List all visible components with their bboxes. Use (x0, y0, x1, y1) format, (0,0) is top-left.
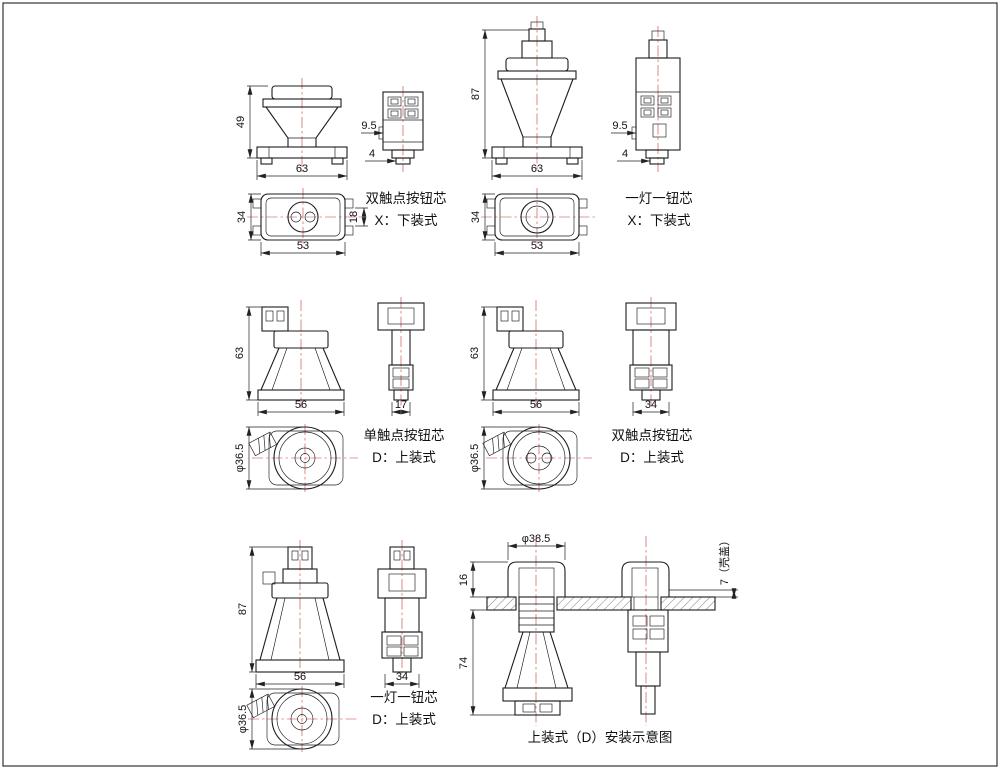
dim-side-offset-label: 9.5 (361, 120, 376, 132)
dim-height-label: 63 (234, 347, 246, 359)
dim-width-label: 63 (531, 163, 543, 175)
d-single-side-view (377, 297, 425, 408)
dim-side-width-label: 17 (395, 399, 407, 411)
x-double-side-view (378, 86, 424, 172)
x-double-top-view (247, 188, 362, 248)
x-lamp-top-view (481, 188, 596, 248)
install-right-button (621, 561, 670, 715)
dim-width-label: 56 (294, 671, 306, 683)
dim-top-width-label: 53 (297, 240, 309, 252)
dim-height-label: 87 (470, 88, 482, 100)
caption-installation: 上装式（D）安装示意图 (528, 729, 673, 745)
d-lamp-side-view (377, 540, 427, 678)
dim-top-tab-label: 18 (348, 211, 360, 223)
dim-side-width-label: 34 (396, 671, 408, 683)
dim-diameter-label: φ36.5 (469, 444, 481, 473)
d-single-bottom-dims: φ36.5 (234, 426, 303, 490)
dim-width-label: 63 (296, 163, 308, 175)
caption-x-double-name: 双触点按钮芯 (366, 191, 447, 206)
install-left-button (502, 561, 573, 716)
d-single-front-dims: 63 56 (234, 306, 345, 416)
dim-side-width-label: 34 (645, 399, 657, 411)
dim-above-panel-label: 16 (458, 574, 470, 586)
d-double-front-dims: 63 56 (469, 306, 580, 416)
view-group-installation: φ38.5 16 74 7（壳盖） 上装式（D）安装示意图 (458, 533, 738, 745)
view-group-d-double-contact: 63 56 34 (469, 297, 693, 492)
d-double-side-dims: 34 (632, 399, 670, 416)
x-double-front-view (256, 78, 348, 172)
caption-x-double-type: X：下装式 (374, 213, 438, 228)
caption-d-single-type: D：上装式 (372, 450, 436, 465)
caption-d-double-name: 双触点按钮芯 (612, 428, 693, 443)
d-lamp-front-dims: 87 56 (237, 546, 345, 688)
d-single-front-view (257, 300, 345, 408)
caption-x-lamp-name: 一灯一钮芯 (625, 191, 693, 206)
dim-side-offset-label: 9.5 (612, 120, 627, 132)
dim-side-foot-label: 4 (622, 148, 628, 160)
view-group-x-double-contact: 49 63 9.5 4 (235, 78, 447, 256)
dim-height-label: 63 (469, 347, 481, 359)
dim-top-width-label: 53 (531, 240, 543, 252)
dim-cover-label: 7（壳盖） (717, 535, 731, 585)
d-lamp-bottom-dims: φ36.5 (237, 688, 300, 750)
x-lamp-side-dims: 9.5 4 (611, 120, 651, 164)
x-double-front-dims: 49 63 (235, 85, 348, 180)
caption-d-lamp-type: D：上装式 (372, 712, 436, 727)
d-double-front-view (492, 300, 580, 408)
dim-height-label: 87 (237, 603, 249, 615)
d-double-bottom-dims: φ36.5 (469, 426, 537, 490)
d-single-side-dims: 17 (391, 399, 411, 416)
x-double-side-dims: 9.5 4 (361, 120, 397, 164)
x-double-top-dims: 34 18 53 (236, 193, 368, 256)
d-double-side-view (625, 297, 677, 408)
dim-width-label: 56 (530, 399, 542, 411)
dim-top-height-label: 34 (236, 211, 248, 223)
caption-x-lamp-type: X：下装式 (627, 213, 691, 228)
install-dims: φ38.5 16 74 7（壳盖） (458, 533, 738, 716)
dim-height-label: 49 (235, 116, 247, 128)
caption-d-single-name: 单触点按钮芯 (364, 428, 445, 443)
d-lamp-side-dims: 34 (384, 671, 420, 688)
caption-d-lamp-name: 一灯一钮芯 (370, 690, 438, 705)
dim-top-height-label: 34 (470, 211, 482, 223)
d-lamp-front-view (255, 540, 345, 678)
dim-side-foot-label: 4 (369, 148, 375, 160)
dim-width-label: 56 (295, 399, 307, 411)
x-lamp-front-dims: 87 63 (470, 29, 583, 180)
x-lamp-front-view (491, 16, 583, 172)
dim-below-panel-label: 74 (458, 657, 470, 669)
caption-d-double-type: D：上装式 (620, 450, 684, 465)
view-group-d-single-contact: 63 56 17 (234, 297, 445, 492)
d-single-bottom-view (248, 424, 358, 492)
view-group-d-lamp-button: 87 56 34 (237, 540, 438, 752)
dim-diameter-label: φ36.5 (237, 705, 249, 734)
dim-diameter-label: φ36.5 (234, 444, 246, 473)
view-group-x-lamp-button: 87 63 9.5 4 (470, 16, 693, 256)
lock-tab (248, 431, 278, 457)
d-double-bottom-view (482, 424, 592, 492)
mounting-panel (486, 596, 716, 611)
x-lamp-top-dims: 34 53 (470, 193, 580, 256)
dim-hole-diameter-label: φ38.5 (522, 533, 551, 545)
